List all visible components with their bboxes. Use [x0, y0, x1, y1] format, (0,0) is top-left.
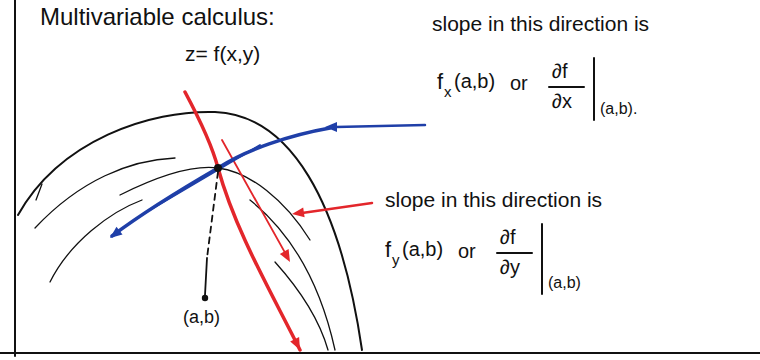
connective: or: [510, 72, 528, 94]
x-tangent-line: [150, 145, 260, 210]
point-label: (a,b): [402, 238, 443, 260]
point-label: (a,b): [183, 308, 220, 328]
evaluation-bar: [541, 224, 543, 294]
projection-line: [207, 172, 218, 258]
function-label: z= f(x,y): [185, 42, 260, 65]
slope-note: slope in this direction is: [385, 188, 602, 211]
z-axis: [14, 0, 16, 356]
connective: or: [458, 240, 476, 262]
contour-line: [35, 158, 175, 228]
point-label: (a,b).: [600, 100, 637, 118]
arrowhead: [292, 207, 305, 217]
projection-line: [205, 258, 207, 295]
fraction-denominator: ∂x: [552, 90, 572, 112]
point-label: (a,b): [548, 274, 581, 292]
contour-line: [50, 200, 142, 282]
arrowhead: [280, 249, 290, 262]
function-symbol: f: [437, 70, 443, 94]
slope-note: slope in this direction is: [432, 12, 649, 35]
contour-line: [275, 262, 328, 350]
arrowhead: [110, 227, 123, 238]
y-tangent-line: [222, 140, 288, 258]
callout-arrow: [336, 125, 425, 127]
surface-outline: [18, 112, 362, 350]
fraction-denominator: ∂y: [500, 256, 520, 278]
arrowhead: [290, 337, 300, 350]
fraction-numerator: ∂f: [552, 60, 567, 82]
contour-tick: [36, 184, 42, 200]
fraction-bar: [549, 86, 584, 88]
base-axis: [0, 352, 760, 354]
callout-arrow: [302, 203, 372, 213]
fraction-numerator: ∂f: [500, 226, 515, 248]
surface-point: [214, 164, 222, 172]
evaluation-bar: [593, 58, 595, 120]
contour-line: [120, 167, 310, 240]
subscript: y: [392, 252, 400, 269]
domain-point: [202, 295, 208, 301]
function-symbol: f: [385, 238, 391, 262]
x-direction-curve: [112, 128, 330, 236]
title-text: Multivariable calculus:: [40, 4, 275, 30]
fraction-bar: [497, 252, 532, 254]
subscript: x: [444, 84, 452, 101]
arrowhead: [325, 122, 337, 132]
point-label: (a,b): [454, 70, 495, 92]
